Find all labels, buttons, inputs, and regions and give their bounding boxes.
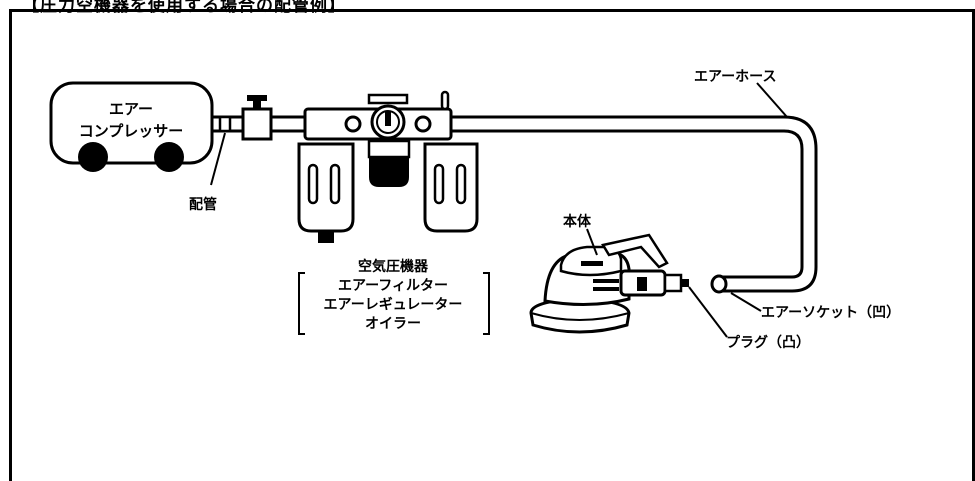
air-filter-bowl xyxy=(297,142,355,243)
diagram-frame: エアー コンプレッサー xyxy=(9,9,975,481)
air-hose-label: エアーホース xyxy=(694,69,776,85)
compressor-wheel-left xyxy=(78,142,108,172)
oiler-label: オイラー xyxy=(365,316,421,332)
piping-leader xyxy=(210,132,226,186)
compressor-label-line1: エアー xyxy=(109,100,153,118)
oiler-bowl xyxy=(423,142,479,233)
air-regulator-knob xyxy=(367,139,411,187)
air-hose xyxy=(451,115,818,294)
air-socket-label: エアーソケット（凹） xyxy=(761,305,900,321)
compressor-wheel-right xyxy=(154,142,184,172)
plug-fitting xyxy=(663,273,689,293)
left-bracket xyxy=(298,272,305,335)
air-equipment-title: 空気圧機器 xyxy=(358,258,429,275)
air-filter-label: エアーフィルター xyxy=(338,278,448,294)
plug-leader xyxy=(688,286,728,338)
orbital-sander xyxy=(529,233,689,334)
plug-label: プラグ（凸） xyxy=(726,334,810,351)
air-socket xyxy=(710,274,728,294)
air-compressor: エアー コンプレッサー xyxy=(49,81,214,172)
piping-label: 配管 xyxy=(189,196,217,213)
air-preparation-unit xyxy=(297,90,479,243)
piping xyxy=(212,115,243,133)
compressor-label-line2: コンプレッサー xyxy=(79,122,184,140)
body-leader xyxy=(586,228,598,256)
shutoff-valve xyxy=(241,95,273,141)
socket-leader xyxy=(730,292,762,312)
air-regulator-label: エアーレギュレーター xyxy=(324,296,463,313)
body-label: 本体 xyxy=(563,213,592,230)
hose-leader xyxy=(756,82,788,118)
right-bracket xyxy=(483,272,490,335)
pressure-gauge xyxy=(367,93,409,140)
